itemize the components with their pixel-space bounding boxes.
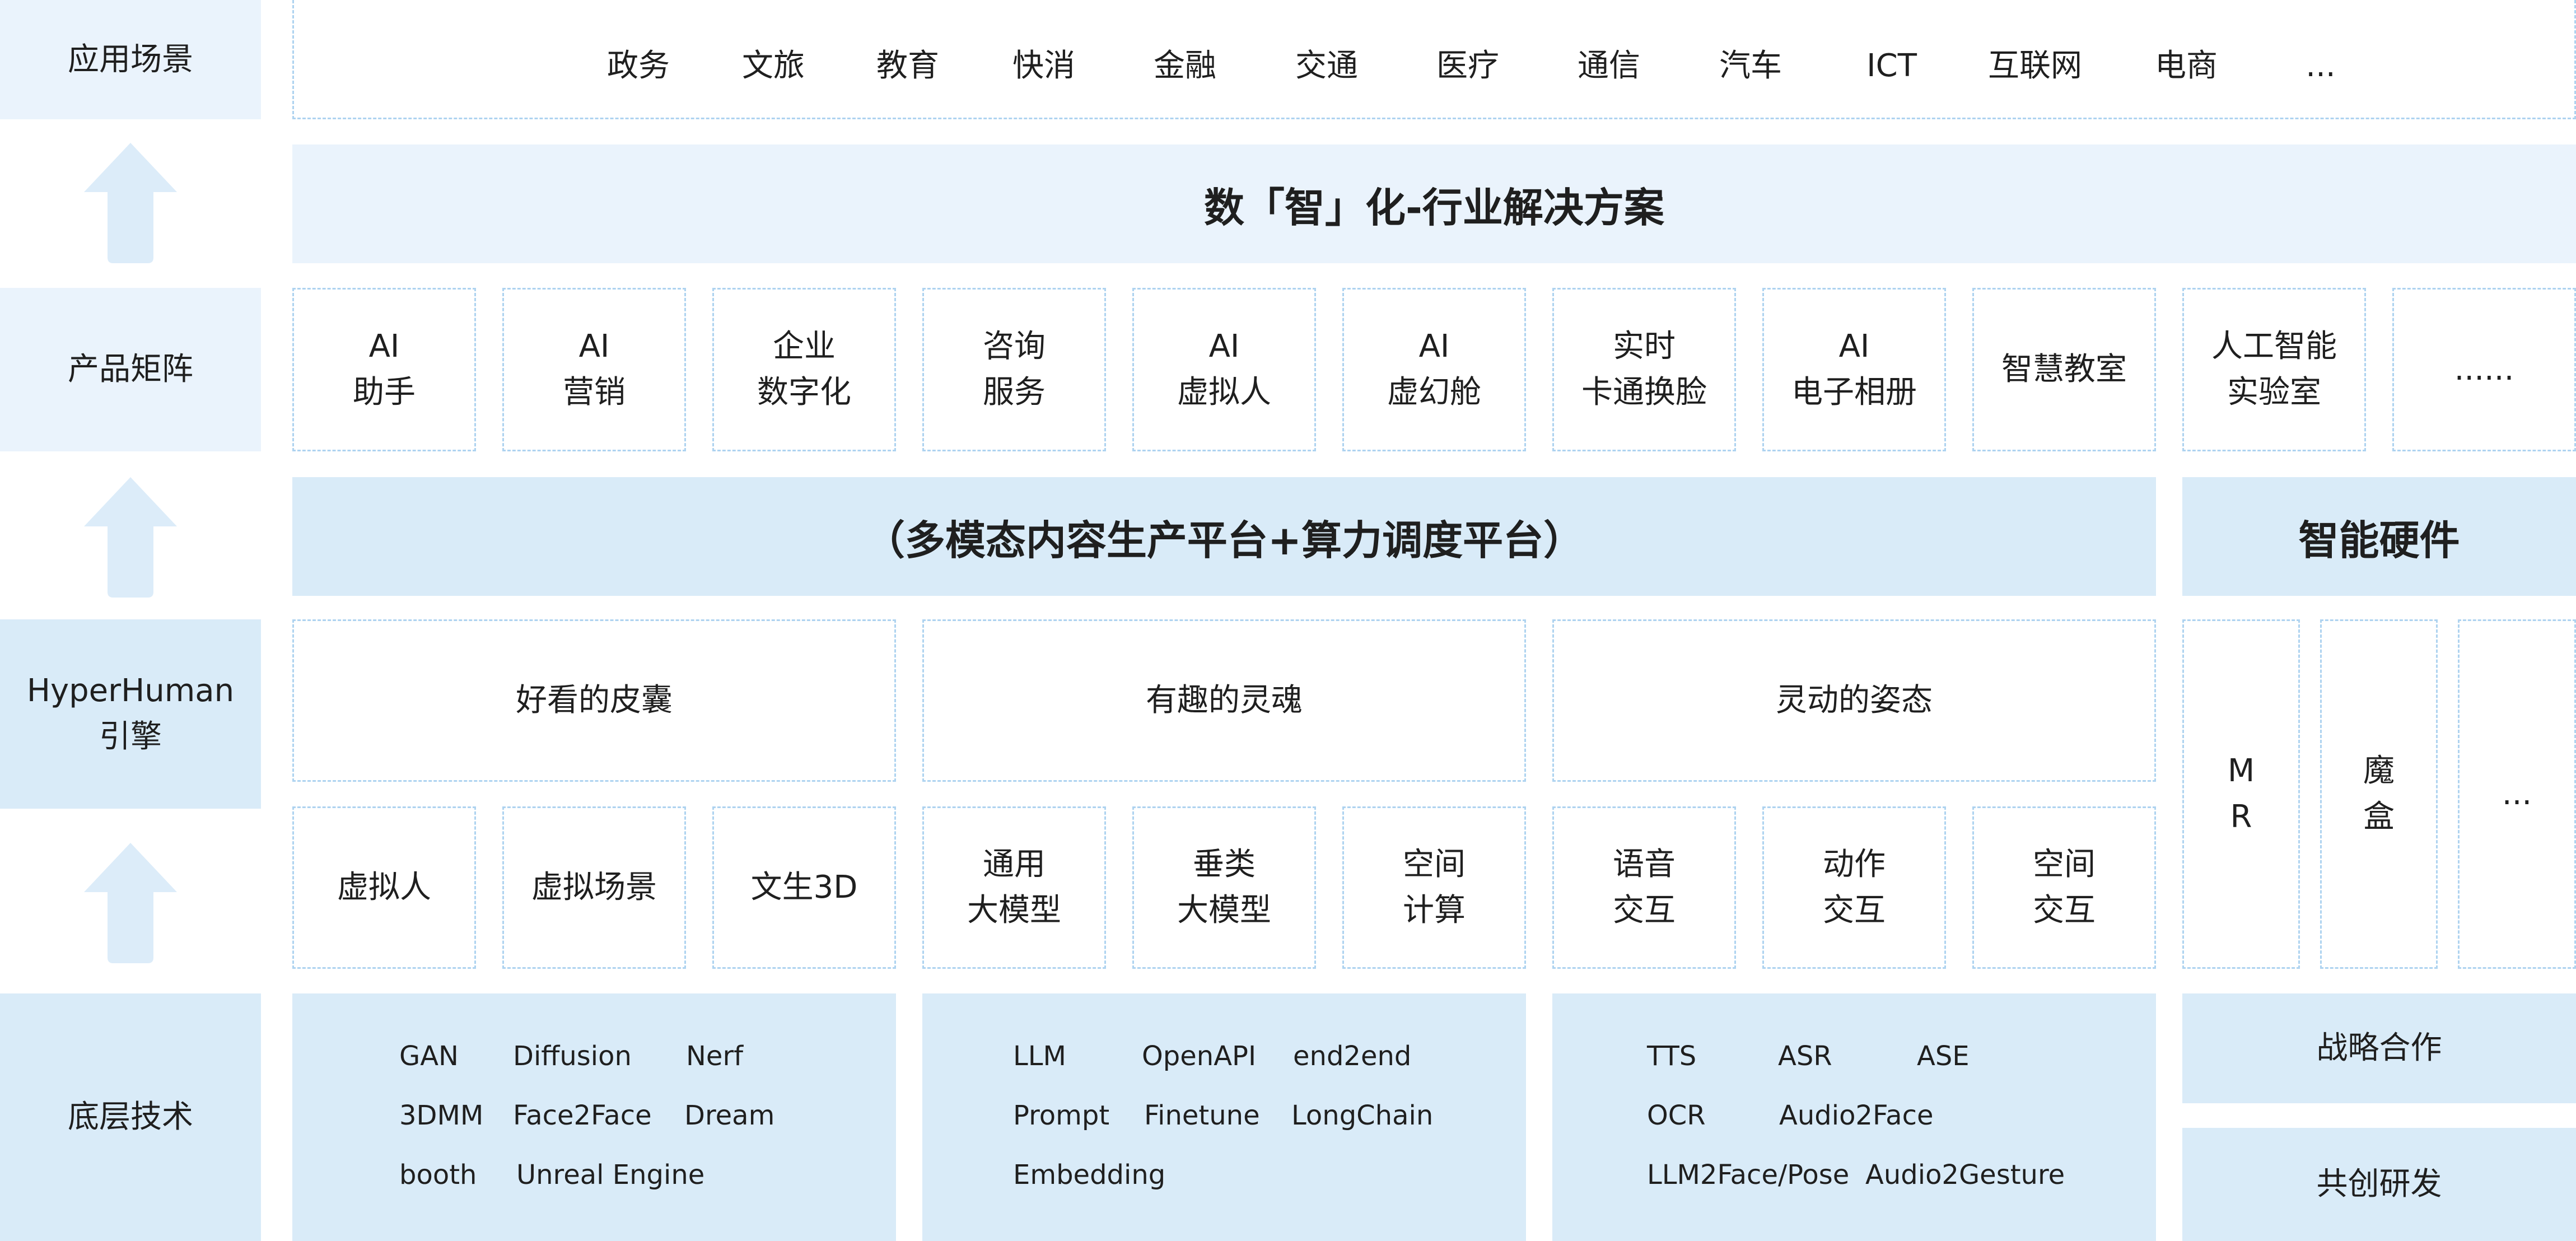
product-card: 企业数字化 — [712, 288, 896, 451]
engine-module: 虚拟场景 — [502, 806, 686, 969]
tech-item: Unreal Engine — [516, 1159, 705, 1191]
tech-item: end2end — [1293, 1041, 1412, 1072]
tech-item: Audio2Gesture — [1865, 1159, 2065, 1191]
scenario-item: ... — [2306, 48, 2336, 84]
product-card: 人工智能实验室 — [2182, 288, 2366, 451]
tech-item: Prompt — [1013, 1100, 1110, 1131]
scenario-item: 政务 — [607, 48, 670, 84]
tech-item: Audio2Face — [1779, 1100, 1934, 1131]
scenario-item: 互联网 — [1988, 48, 2082, 84]
solution-band: 数「智」化-行业解决方案 — [292, 144, 2576, 263]
row-label-product: 产品矩阵 — [0, 288, 261, 451]
engine-module: 空间交互 — [1972, 806, 2156, 969]
tech-item: GAN — [399, 1041, 459, 1072]
engine-module: 垂类大模型 — [1132, 806, 1316, 969]
tech-item: OCR — [1647, 1100, 1706, 1131]
hardware-item: 魔盒 — [2320, 619, 2438, 969]
scenario-item: 通信 — [1578, 48, 1640, 84]
scenario-item: 快消 — [1012, 48, 1075, 84]
partner-item: 战略合作 — [2182, 993, 2576, 1103]
scenario-item: 医疗 — [1436, 48, 1499, 84]
tech-item: Nerf — [686, 1041, 744, 1072]
tech-item: TTS — [1647, 1041, 1697, 1072]
scenario-item: 汽车 — [1719, 48, 1782, 84]
row-label-tech: 底层技术 — [0, 993, 261, 1241]
engine-module: 空间计算 — [1342, 806, 1526, 969]
tech-item: OpenAPI — [1142, 1041, 1257, 1072]
tech-item: LongChain — [1291, 1100, 1434, 1131]
partner-item: 共创研发 — [2182, 1128, 2576, 1241]
hardware-band: 智能硬件 — [2182, 477, 2576, 596]
tech-item: LLM — [1013, 1041, 1066, 1072]
scenario-item: 教育 — [876, 48, 939, 84]
product-card: ...... — [2392, 288, 2576, 451]
tech-item: Embedding — [1013, 1159, 1166, 1191]
tech-item: LLM2Face/Pose — [1647, 1159, 1850, 1191]
product-card: 咨询服务 — [922, 288, 1106, 451]
up-arrow-icon — [84, 143, 177, 263]
tech-item: Dream — [684, 1100, 775, 1131]
scenario-item: 文旅 — [742, 48, 805, 84]
tech-group-llm — [922, 993, 1526, 1241]
scenario-item: 交通 — [1295, 48, 1358, 84]
engine-pillar: 灵动的姿态 — [1552, 619, 2156, 782]
tech-group-interaction — [1552, 993, 2156, 1241]
engine-module: 通用大模型 — [922, 806, 1106, 969]
up-arrow-icon — [84, 843, 177, 963]
tech-item: 3DMM — [399, 1100, 484, 1131]
up-arrow-icon — [84, 477, 177, 598]
engine-module: 文生3D — [712, 806, 896, 969]
tech-item: Finetune — [1144, 1100, 1260, 1131]
scenario-item: 金融 — [1154, 48, 1216, 84]
engine-module: 语音交互 — [1552, 806, 1736, 969]
tech-item: booth — [399, 1159, 477, 1191]
row-label-engine: HyperHuman 引擎 — [0, 619, 261, 809]
tech-item: ASE — [1917, 1041, 1970, 1072]
tech-group-generation — [292, 993, 896, 1241]
engine-module: 动作交互 — [1762, 806, 1946, 969]
row-label-application: 应用场景 — [0, 0, 261, 119]
scenario-item: ICT — [1866, 48, 1917, 84]
engine-module: 虚拟人 — [292, 806, 476, 969]
tech-item: ASR — [1778, 1041, 1832, 1072]
product-card: 实时卡通换脸 — [1552, 288, 1736, 451]
scenario-item: 电商 — [2155, 48, 2218, 84]
scenario-bar — [292, 0, 2576, 119]
tech-item: Face2Face — [513, 1100, 652, 1131]
hardware-item: ... — [2458, 619, 2576, 969]
platform-band: （多模态内容生产平台+算力调度平台） — [292, 477, 2156, 596]
engine-pillar: 好看的皮囊 — [292, 619, 896, 782]
product-card: 智慧教室 — [1972, 288, 2156, 451]
tech-item: Diffusion — [513, 1041, 632, 1072]
engine-pillar: 有趣的灵魂 — [922, 619, 1526, 782]
